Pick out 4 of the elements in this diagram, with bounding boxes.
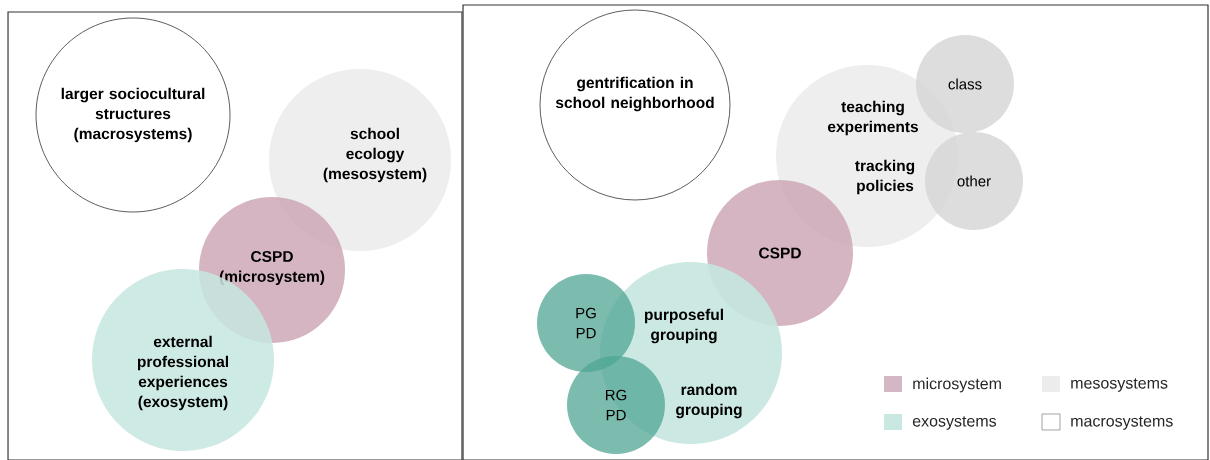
legend-label: mesosystems bbox=[1071, 378, 1168, 392]
legend-label: microsystem bbox=[913, 377, 1001, 393]
legend-label: exosystems bbox=[912, 416, 997, 430]
legend-label: macrosystems bbox=[1071, 416, 1173, 430]
